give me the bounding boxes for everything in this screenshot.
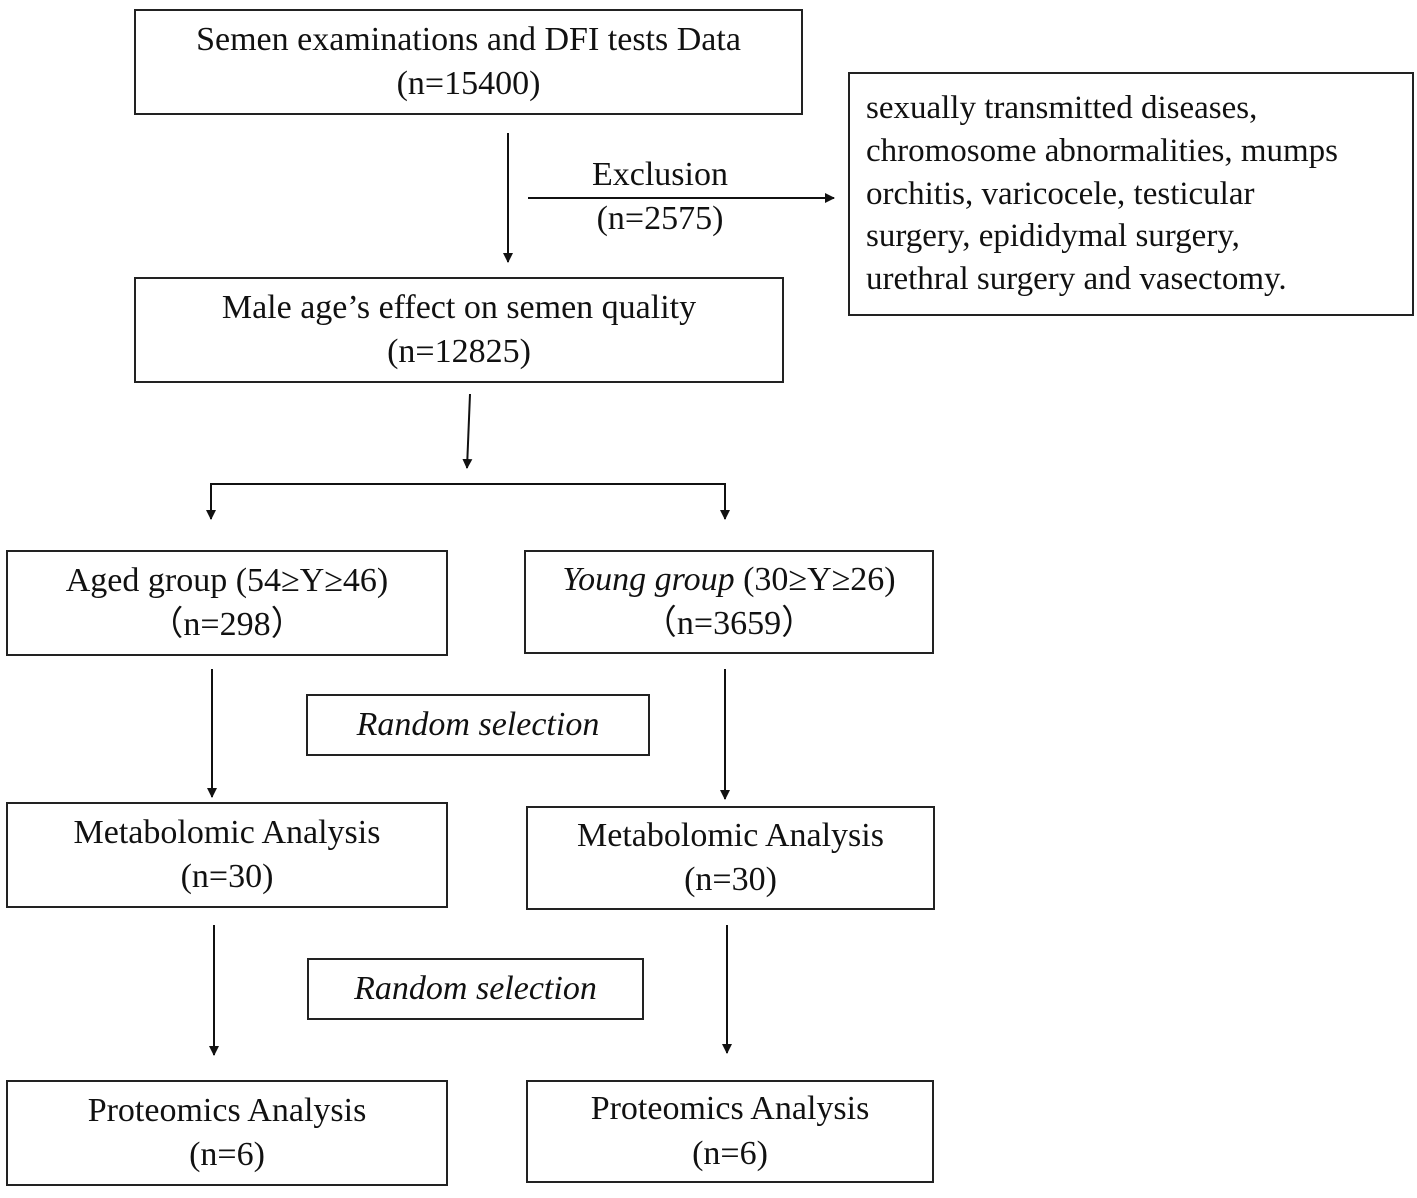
exclusion-reason: urethral surgery and vasectomy. [866, 261, 1287, 298]
proteomics-aged-title: Proteomics Analysis [87, 1091, 367, 1129]
young-group-name: Young group [562, 560, 735, 598]
aged-group-range: (54≥Y≥46) [227, 561, 389, 599]
cohort-box: Male age’s effect on semen quality (n=12… [134, 277, 784, 383]
exclusion-count: (n=2575) [596, 200, 724, 237]
source-data-count: (n=15400) [396, 65, 541, 102]
arrow-cohort-to-split [462, 393, 473, 469]
exclusion-reason: surgery, epididymal surgery, [866, 218, 1240, 255]
young-group-heading: Young group (30≥Y≥26) [562, 558, 895, 602]
aged-group-heading: Aged group (54≥Y≥46) [66, 559, 389, 603]
young-group-box: Young group (30≥Y≥26) （n=3659） [524, 550, 934, 654]
exclusion-reason: chromosome abnormalities, mumps [866, 132, 1339, 169]
metabolomic-young-count: (n=30) [684, 861, 777, 898]
metabolomic-aged-count: (n=30) [180, 858, 274, 895]
metabolomic-aged-title: Metabolomic Analysis [73, 813, 381, 851]
exclusion-reason: orchitis, varicocele, testicular [866, 175, 1255, 212]
proteomics-young-count: (n=6) [692, 1134, 768, 1172]
young-group-range: (30≥Y≥26) [734, 560, 896, 598]
aged-group-name: Aged group [65, 561, 228, 599]
young-group-count: （n=3659） [642, 605, 816, 642]
metabolomic-young-title: Metabolomic Analysis [577, 816, 884, 854]
random-selection-box-2: Random selection [307, 958, 644, 1020]
metabolomic-aged-box: Metabolomic Analysis (n=30) [6, 802, 448, 908]
proteomics-aged-box: Proteomics Analysis (n=6) [6, 1080, 448, 1186]
cohort-title: Male age’s effect on semen quality [221, 288, 697, 326]
exclusion-reasons-box: sexually transmitted diseases, chromosom… [848, 72, 1414, 316]
source-data-title: Semen examinations and DFI tests Data [196, 20, 741, 58]
source-data-box: Semen examinations and DFI tests Data (n… [134, 9, 803, 115]
proteomics-young-title: Proteomics Analysis [590, 1090, 870, 1128]
exclusion-label: Exclusion [592, 156, 728, 193]
aged-group-count: （n=298） [149, 606, 305, 643]
aged-group-box: Aged group (54≥Y≥46) （n=298） [6, 550, 448, 656]
proteomics-aged-count: (n=6) [189, 1136, 265, 1173]
metabolomic-young-box: Metabolomic Analysis (n=30) [526, 806, 935, 910]
cohort-count: (n=12825) [387, 333, 531, 370]
random-selection-box-1: Random selection [306, 694, 650, 756]
proteomics-young-box: Proteomics Analysis (n=6) [526, 1080, 934, 1183]
exclusion-reason: sexually transmitted diseases, [866, 89, 1258, 126]
